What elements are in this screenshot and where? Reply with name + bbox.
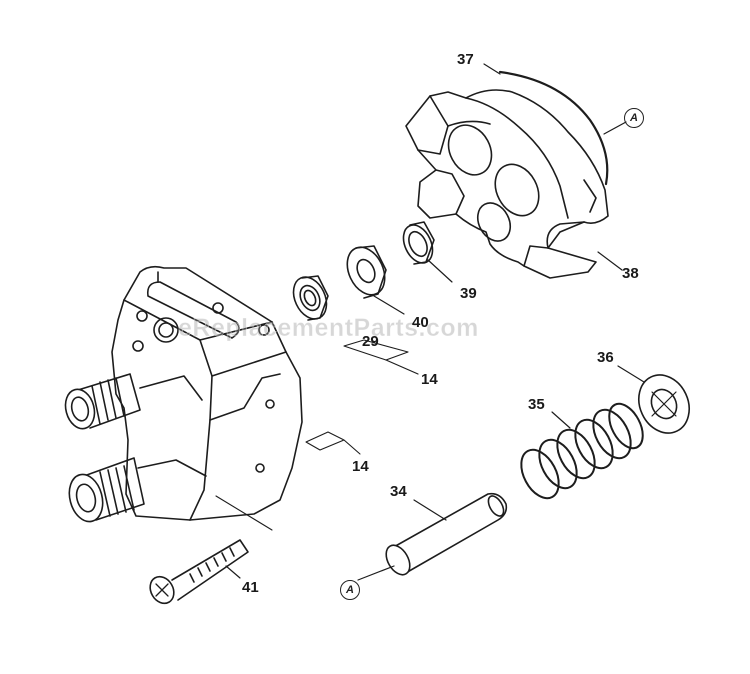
callout-41: 41: [242, 579, 259, 596]
leader-38: [597, 251, 623, 271]
part-39-seal: [402, 221, 435, 265]
leader-36: [617, 365, 645, 383]
leader-40: [373, 295, 405, 315]
leader-39: [427, 259, 453, 283]
leader-41: [225, 565, 241, 579]
callout-29: 29: [362, 333, 379, 350]
part-38-valve-housing: [405, 89, 609, 279]
callout-40: 40: [412, 314, 429, 331]
callout-39: 39: [460, 285, 477, 302]
part-34-piston: [385, 492, 508, 576]
callout-36: 36: [597, 349, 614, 366]
leader-37: [483, 63, 501, 75]
callout-14-upper: 14: [421, 371, 438, 388]
reference-marker-a-bottom: A: [340, 580, 360, 600]
leader-a-top: [603, 121, 627, 135]
part-35-spring: [520, 402, 644, 500]
leader-41-rail: [215, 495, 273, 531]
leader-35: [551, 411, 571, 429]
manifold-outlet-fitting: [68, 457, 145, 523]
part-40-seal: [346, 245, 387, 299]
leader-14-upper: [385, 359, 419, 375]
part-37-o-ring: [498, 70, 609, 186]
callout-34: 34: [390, 483, 407, 500]
leader-29: [343, 339, 409, 361]
leader-a-bottom: [357, 565, 395, 581]
part-41-screw: [149, 539, 249, 605]
manifold-inlet-fitting: [64, 373, 141, 430]
callout-35: 35: [528, 396, 545, 413]
part-36-retainer: [638, 374, 690, 434]
watermark: eReplacementParts.com: [178, 314, 479, 343]
part-29-seal: [292, 275, 329, 321]
callout-38: 38: [622, 265, 639, 282]
leader-34: [413, 499, 447, 521]
reference-marker-a-top: A: [624, 108, 644, 128]
leader-14-lower: [305, 431, 361, 455]
manifold-body: [111, 265, 303, 521]
callout-14-lower: 14: [352, 458, 369, 475]
callout-37: 37: [457, 51, 474, 68]
